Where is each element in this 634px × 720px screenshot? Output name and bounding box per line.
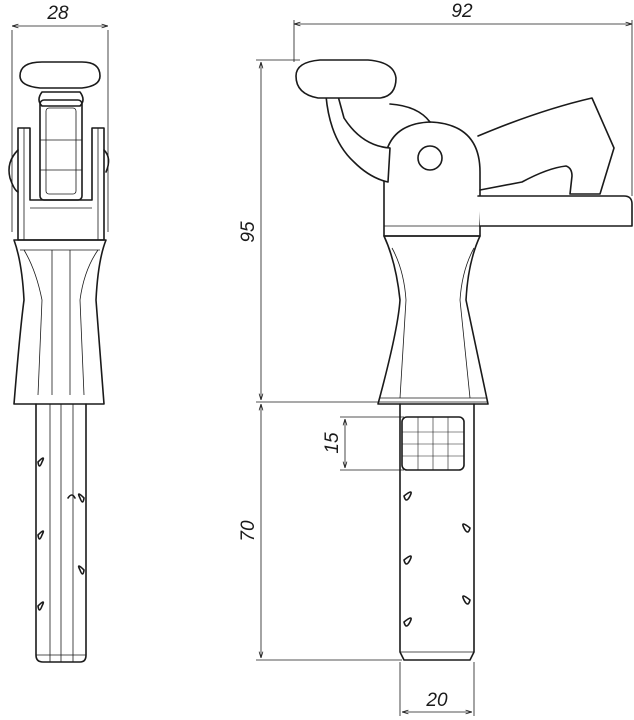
side-view [8,61,110,663]
dimension-15: 15 [322,416,404,471]
dimension-92: 92 [293,1,633,196]
front-view-housing [383,121,481,237]
dimension-92-label: 92 [451,1,473,22]
side-view-fork [8,127,110,241]
dimension-28: 28 [11,3,109,232]
side-view-screw [35,403,87,663]
dimension-20-label: 20 [425,690,448,711]
pivot-pin [417,145,443,171]
dimension-15-label: 15 [322,432,343,454]
dimension-70-label: 70 [238,520,259,542]
side-view-body [13,239,107,405]
dimension-95-label: 95 [238,221,259,243]
dimension-95: 95 [238,59,488,403]
dimension-70: 70 [238,404,402,661]
front-view-arm [295,59,633,227]
side-view-lever [19,61,101,201]
front-view-screw [399,403,475,661]
dimension-20: 20 [399,662,475,716]
dimension-28-label: 28 [46,3,69,24]
front-view-body [377,235,489,405]
front-view [295,59,633,661]
